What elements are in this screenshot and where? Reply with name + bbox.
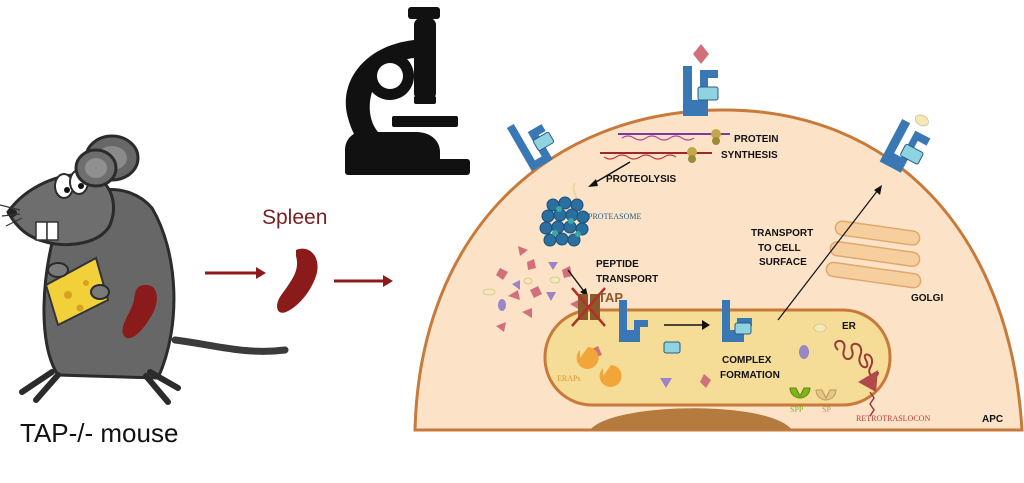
retrotranslocon: [834, 340, 879, 417]
label-er: ER: [842, 321, 857, 332]
proteolysis-arrow: [588, 161, 631, 187]
label-peptide-transport-1: PEPTIDE: [596, 259, 639, 270]
arrow-spleen-to-cell: [334, 275, 393, 287]
complex-formation-arrow: [664, 320, 710, 330]
label-golgi: GOLGI: [911, 293, 943, 304]
protein-synthesis-strands: [600, 129, 730, 163]
microscope-icon: [345, 7, 470, 175]
nucleus: [590, 408, 792, 430]
transport-to-surface-arrow: [777, 185, 882, 321]
proteasome: [539, 182, 590, 247]
label-complex-formation-1: COMPLEX: [722, 355, 772, 366]
erap-enzymes: [576, 347, 622, 387]
peptide-fragments: [482, 246, 580, 332]
tap-knockout-mouse-illustration: [0, 134, 289, 405]
label-protein-synthesis-1: PROTEIN: [734, 134, 778, 145]
label-apc: APC: [982, 414, 1003, 425]
golgi-apparatus: [825, 220, 922, 289]
label-transport-surface-2: TO CELL: [758, 243, 801, 254]
label-complex-formation-2: FORMATION: [720, 370, 780, 381]
mhc-molecule-er-loaded: [722, 300, 752, 342]
label-transport-surface-3: SURFACE: [759, 257, 807, 268]
spp-protease: [789, 387, 811, 399]
mhc-molecule-surface-right: [879, 114, 931, 173]
label-sp: SP: [822, 405, 831, 414]
er-lumen-items: [590, 323, 827, 388]
label-retrotranslocon: RETROTRASLOCON: [856, 414, 930, 423]
mhc-molecule-surface-top: [683, 44, 719, 116]
tap-transporter-crossed: [571, 287, 606, 327]
spleen-caption: Spleen: [262, 206, 328, 229]
arrow-mouse-to-spleen: [205, 267, 266, 279]
label-proteasome: PROTEASOME: [588, 212, 641, 221]
label-peptide-transport-2: TRANSPORT: [596, 274, 658, 285]
spleen-organ: [277, 248, 318, 313]
label-transport-surface-1: TRANSPORT: [751, 228, 813, 239]
label-tap: TAP: [598, 290, 623, 305]
label-spp: SPP: [790, 405, 804, 414]
label-erap: ERAPs: [557, 374, 581, 383]
mhc-molecule-er-empty: [619, 300, 648, 342]
label-protein-synthesis-2: SYNTHESIS: [721, 150, 778, 161]
label-proteolysis: PROTEOLYSIS: [606, 174, 677, 185]
sp-protease: [815, 389, 837, 401]
mouse-caption: TAP-/- mouse: [20, 418, 179, 448]
mhc-molecule-surface-left: [506, 123, 555, 172]
